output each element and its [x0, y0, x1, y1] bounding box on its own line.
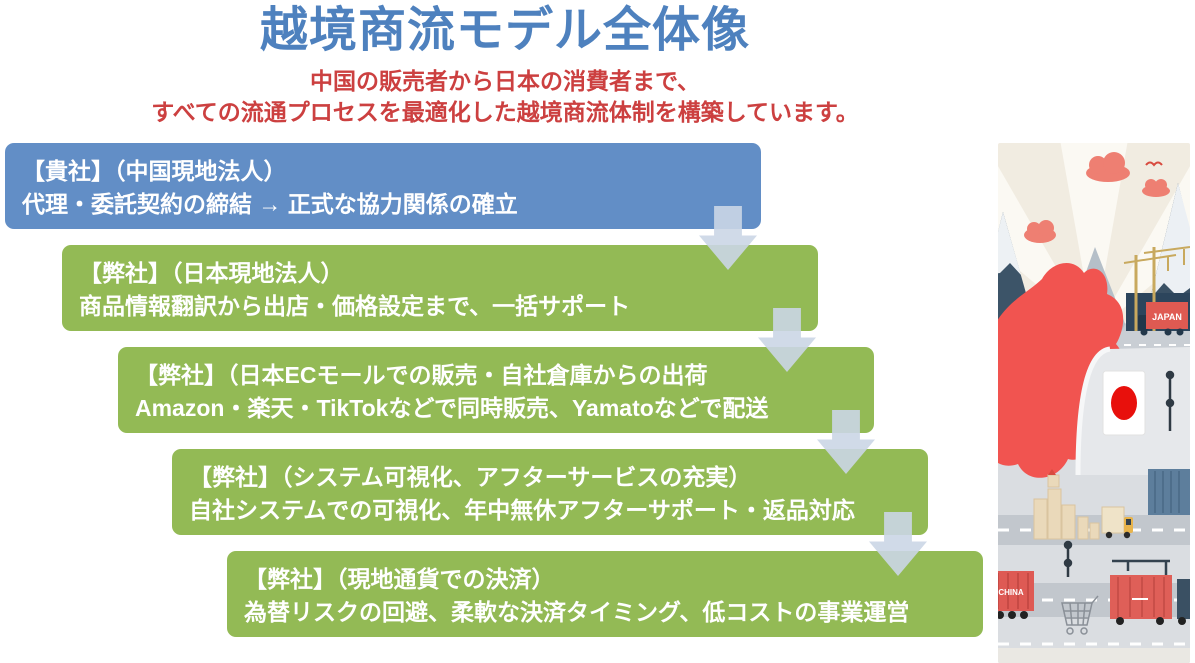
- dark-truck-icon: [1177, 579, 1190, 625]
- japan-flag-icon: [1102, 370, 1146, 436]
- japan-truck-icon: JAPAN: [1138, 302, 1188, 336]
- red-container-truck-icon: [1110, 575, 1172, 625]
- shopping-cart-icon: [1061, 595, 1099, 635]
- delivery-truck-icon: [1101, 506, 1133, 539]
- subtitle-line-2: すべての流通プロセスを最適化した越境商流体制を構築しています。: [151, 99, 859, 125]
- step-3-title: 【弊社】（日本ECモールでの販売・自社倉庫からの出荷: [135, 362, 708, 388]
- flow-step-5: 【弊社】（現地通貨での決済） 為替リスクの回避、柔軟な決済タイミング、低コストの…: [227, 551, 983, 637]
- step-5-title: 【弊社】（現地通貨での決済）: [244, 566, 555, 592]
- japan-container-label: JAPAN: [1152, 312, 1182, 322]
- step-4-title: 【弊社】（システム可視化、アフターサービスの充実）: [189, 464, 752, 490]
- street-lamp-icon: [1063, 540, 1073, 577]
- flow-step-2: 【弊社】（日本現地法人） 商品情報翻訳から出店・価格設定まで、一括サポート: [62, 245, 818, 331]
- logistics-illustration: JAPAN: [998, 143, 1190, 663]
- china-truck-icon: CHINA: [998, 571, 1034, 619]
- cloud-icon: [1024, 152, 1170, 243]
- flow-step-1: 【貴社】（中国現地法人） 代理・委託契約の締結 → 正式な協力関係の確立: [5, 143, 761, 229]
- china-container-label: CHINA: [998, 588, 1024, 597]
- curved-road: [1075, 346, 1111, 476]
- flow-step-4: 【弊社】（システム可視化、アフターサービスの充実） 自社システムでの可視化、年中…: [172, 449, 928, 535]
- step-2-detail: 商品情報翻訳から出店・価格設定まで、一括サポート: [79, 293, 631, 319]
- step-1-title: 【貴社】（中国現地法人）: [22, 158, 287, 184]
- street-lamp-icon: [1165, 370, 1175, 431]
- ground-edge: [998, 648, 1190, 663]
- step-5-detail: 為替リスクの回避、柔軟な決済タイミング、低コストの事業運営: [244, 599, 910, 625]
- flow-step-3: 【弊社】（日本ECモールでの販売・自社倉庫からの出荷 Amazon・楽天・Tik…: [118, 347, 874, 433]
- page-title: 越境商流モデル全体像: [259, 4, 750, 57]
- step-1-detail: 代理・委託契約の締結 → 正式な協力関係の確立: [22, 191, 518, 217]
- blue-container-icon: [1148, 469, 1190, 515]
- subtitle-line-1: 中国の販売者から日本の消費者まで、: [309, 68, 701, 94]
- page-subtitle: 中国の販売者から日本の消費者まで、 すべての流通プロセスを最適化した越境商流体制…: [0, 66, 1010, 128]
- cargo-boxes-icon: [1033, 469, 1100, 540]
- bird-icon: [1145, 161, 1163, 167]
- step-4-detail: 自社システムでの可視化、年中無休アフターサポート・返品対応: [189, 497, 855, 523]
- step-3-detail: Amazon・楽天・TikTokなどで同時販売、Yamatoなどで配送: [135, 395, 769, 421]
- step-2-title: 【弊社】（日本現地法人）: [79, 260, 344, 286]
- container-crane-icon: [1112, 559, 1170, 577]
